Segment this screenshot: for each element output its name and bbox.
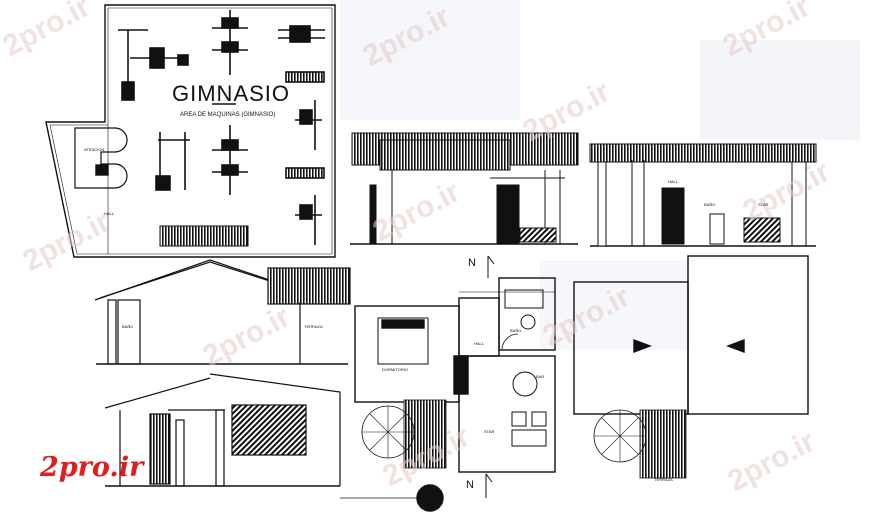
north-arrow-bottom [485, 473, 493, 498]
roof-plan [573, 255, 809, 479]
gym-subtitle: AREA DE MAQUINAS (GIMNASIO) [180, 112, 276, 118]
north-mark-top: N [468, 257, 476, 269]
north-arrow-top [487, 255, 495, 278]
house-bano-label: BAÑO [122, 324, 134, 329]
plan-bar-label: BAR [536, 374, 545, 379]
gym-hall-label: HALL [104, 211, 115, 216]
elevation-side [589, 143, 817, 247]
brand-logo-text: 2pro.ir [40, 452, 144, 483]
gym-title: GIMNASIO [172, 81, 291, 106]
floor-plan [340, 277, 556, 512]
house-terraza-label: TERRAZA [304, 324, 323, 329]
north-mark-bottom: N [466, 479, 474, 491]
plan-hall-label: HALL [474, 341, 485, 346]
plan-bano-label: BAÑO [510, 328, 522, 333]
plan-dormitorio-label: DORMITORIO [382, 367, 408, 372]
gym-plan [45, 4, 336, 258]
house-elevation [94, 259, 351, 365]
elevation-star-label: STAR [758, 202, 769, 207]
elevation-front [350, 132, 579, 245]
reception-label: ATENCION [84, 147, 105, 152]
roof-terraza-label: TERRAZA [654, 477, 673, 482]
elevation-bano-label: BAÑO [704, 202, 716, 207]
elevation-hall-label: HALL [668, 179, 679, 184]
plan-star-label: STAR [484, 429, 495, 434]
house-perspective [104, 373, 341, 487]
